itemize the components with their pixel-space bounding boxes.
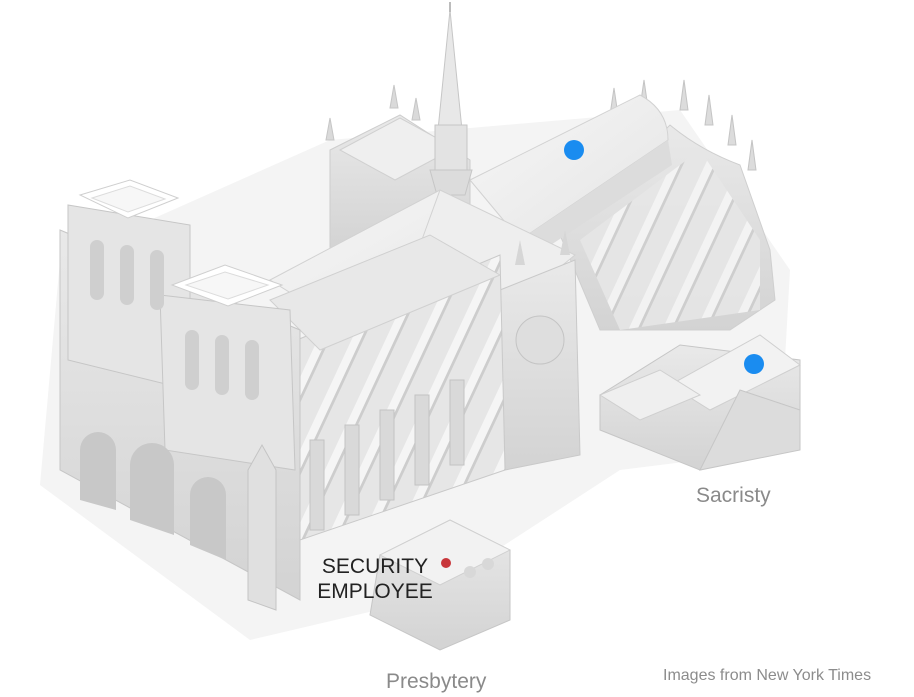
- marker-sacristy: [744, 354, 764, 374]
- marker-nave-roof: [564, 140, 584, 160]
- security-label-line1: SECURITY: [321, 555, 429, 578]
- choir-roof: [469, 94, 672, 262]
- security-label-line2: EMPLOYEE: [317, 580, 433, 603]
- presbytery-building: [369, 519, 512, 651]
- image-credit: Images from New York Times: [663, 667, 872, 684]
- south-transept: [499, 230, 581, 471]
- presbytery-label: Presbytery: [386, 670, 487, 693]
- nave: [269, 234, 506, 541]
- spire: [429, 2, 473, 196]
- sacristy-building: [598, 334, 801, 471]
- marker-security-employee: [441, 558, 451, 568]
- apse: [559, 79, 776, 331]
- sacristy-label: Sacristy: [696, 484, 771, 507]
- security-employee-label: SECURITY EMPLOYEE: [310, 554, 440, 604]
- west-facade: [59, 179, 301, 611]
